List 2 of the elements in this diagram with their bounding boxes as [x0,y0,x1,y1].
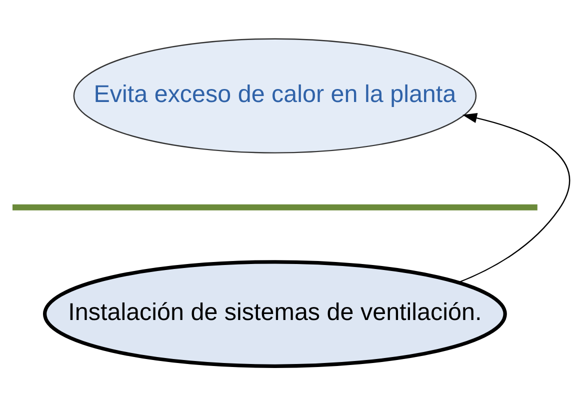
arrow [458,113,570,284]
node-ellipse: Instalación de sistemas de ventilación. [42,260,507,368]
